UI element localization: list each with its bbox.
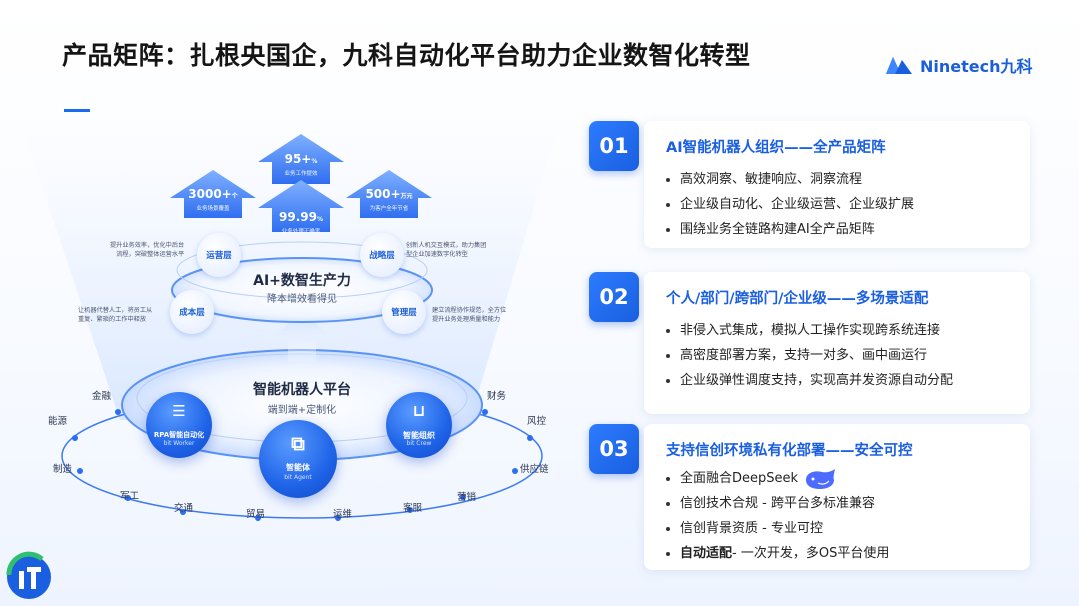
layer-ops: 运营层 [197, 233, 241, 277]
card-number-03: 03 [589, 424, 639, 474]
stat-label-2: 业务处理正确率 [281, 229, 321, 235]
deepseek-whale-icon [806, 468, 836, 489]
list-item: 高效洞察、敏捷响应、洞察流程 [666, 167, 914, 192]
stat-arrow-500 [346, 170, 432, 218]
card-number-02: 02 [589, 272, 639, 322]
industry-manufacturing: 制造 [53, 464, 73, 475]
industry-marketing: 营销 [457, 492, 477, 503]
upper-title: AI+数智生产力 [253, 273, 351, 289]
list-item: 信创背景资质 - 专业可控 [666, 516, 889, 541]
card-number-01: 01 [589, 121, 639, 171]
ninetech-logo-icon [886, 57, 912, 74]
stat-value-3: 500+万元 [365, 187, 413, 201]
list-item: 全面融合DeepSeek [666, 466, 889, 491]
industry-transport: 交通 [174, 503, 194, 514]
card-title: AI智能机器人组织——全产品矩阵 [666, 140, 886, 156]
stat-arrow-99 [258, 180, 344, 232]
industry-ops: 运维 [333, 509, 353, 520]
list-item: 企业级自动化、企业级运营、企业级扩展 [666, 192, 914, 217]
title-underline [64, 109, 90, 112]
industry-finance: 金融 [92, 391, 112, 402]
industry-accounting: 财务 [487, 391, 507, 402]
card-title: 个人/部门/跨部门/企业级——多场景适配 [666, 291, 929, 307]
page-title: 产品矩阵：扎根央国企，九科自动化平台助力企业数智化转型 [62, 41, 751, 70]
feature-card-01: AI智能机器人组织——全产品矩阵 高效洞察、敏捷响应、洞察流程 企业级自动化、企… [644, 121, 1030, 248]
stat-value-0: 3000+个 [188, 187, 238, 201]
feature-card-03: 支持信创环境私有化部署——安全可控 全面融合DeepSeek 信创技术合规 - … [644, 424, 1030, 570]
note-ops: 提升业务效率，优化中后台流程，突破整体运营水平 [110, 242, 185, 258]
list-item: 自动适配 - 一次开发，多OS平台使用 [666, 541, 889, 566]
stat-label-3: 为客户全年节省 [369, 206, 409, 212]
document-icon: ☰ [172, 402, 186, 420]
stat-value-1: 95+% [284, 152, 318, 166]
brand-logo: Ninetech九科 [884, 52, 1033, 78]
stat-label-0: 业务场景覆盖 [196, 206, 230, 212]
feature-card-02: 个人/部门/跨部门/企业级——多场景适配 非侵入式集成，模拟人工操作实现跨系统连… [644, 272, 1030, 414]
industry-energy: 能源 [48, 416, 68, 427]
layer-mgmt: 管理层 [382, 290, 426, 334]
card-title: 支持信创环境私有化部署——安全可控 [666, 443, 913, 459]
stat-value-2: 99.99% [279, 210, 323, 224]
platform-subtitle: 端到端+定制化 [267, 405, 337, 416]
layer-strategy: 战略层 [360, 233, 404, 277]
upper-disk [171, 257, 433, 323]
bullet-list: 非侵入式集成，模拟人工操作实现跨系统连接 高密度部署方案，支持一对多、画中画运行… [666, 318, 953, 393]
industry-dots [72, 409, 533, 521]
node-agent: ⧉ 智能体 bit Agent [259, 420, 337, 498]
upper-inner-ring [176, 241, 428, 299]
node-crew: ⊔ 智能组织 bit Crew [386, 392, 452, 458]
list-item: 高密度部署方案，支持一对多、画中画运行 [666, 343, 953, 368]
product-matrix-diagram: 3000+个 业务场景覆盖 95+% 业务工作提效 99.99% 业务处理正确率… [0, 120, 580, 606]
note-cost: 让机器代替人工，将员工从重复、繁琐的工作中释放 [78, 307, 153, 323]
stat-label-1: 业务工作提效 [284, 171, 318, 177]
list-item: 信创技术合规 - 跨平台多标准兼容 [666, 491, 889, 516]
list-item: 围绕业务全链路构建AI全产品矩阵 [666, 217, 914, 242]
node-rpa: ☰ RPA智能自动化 bit Worker [146, 392, 212, 458]
industry-trade: 贸易 [246, 509, 266, 520]
list-item: 非侵入式集成，模拟人工操作实现跨系统连接 [666, 318, 953, 343]
crew-icon: ⊔ [412, 401, 426, 420]
up-arrow [276, 310, 328, 362]
corner-logo-icon [6, 551, 51, 599]
platform-title: 智能机器人平台 [253, 382, 351, 398]
stat-arrow-3000 [170, 170, 256, 218]
list-item: 企业级弹性调度支持，实现高并发资源自动分配 [666, 368, 953, 393]
industry-service: 客服 [403, 503, 423, 514]
industry-risk: 风控 [527, 416, 547, 427]
stat-arrow-95 [258, 134, 344, 184]
layer-cost: 成本层 [170, 290, 214, 334]
brand-name: Ninetech九科 [920, 57, 1033, 76]
bullet-list: 全面融合DeepSeek 信创技术合规 - 跨平台多标准兼容 信创背景资质 - … [666, 466, 889, 566]
agent-icon: ⧉ [291, 433, 305, 455]
diagram-graphics [20, 120, 560, 521]
bullet-list: 高效洞察、敏捷响应、洞察流程 企业级自动化、企业级运营、企业级扩展 围绕业务全链… [666, 167, 914, 242]
note-strategy: 创新人机交互模式，助力集团型企业加速数字化转型 [406, 242, 487, 258]
upper-subtitle: 降本增效看得见 [267, 294, 337, 305]
industry-military: 军工 [120, 491, 140, 502]
note-mgmt: 建立流程协作规范，全方位提升业务处理质量和能力 [432, 307, 507, 323]
industry-supply-chain: 供应链 [520, 464, 549, 475]
